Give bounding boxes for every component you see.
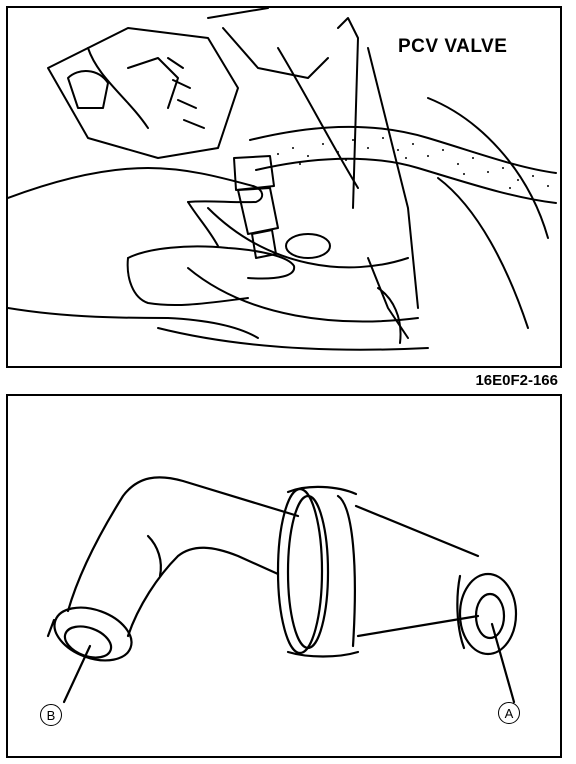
figure-code: 16E0F2-166 bbox=[475, 372, 558, 389]
pcv-valve-detail-drawing bbox=[46, 476, 518, 704]
hose-texture bbox=[277, 137, 549, 189]
pcv-valve-label: PCV VALVE bbox=[398, 36, 508, 57]
bottom-illustration-panel bbox=[6, 394, 562, 758]
engine-bay-illustration bbox=[8, 8, 557, 351]
callout-a: A bbox=[498, 702, 520, 724]
callout-b: B bbox=[40, 704, 62, 726]
top-illustration-panel bbox=[6, 6, 562, 368]
